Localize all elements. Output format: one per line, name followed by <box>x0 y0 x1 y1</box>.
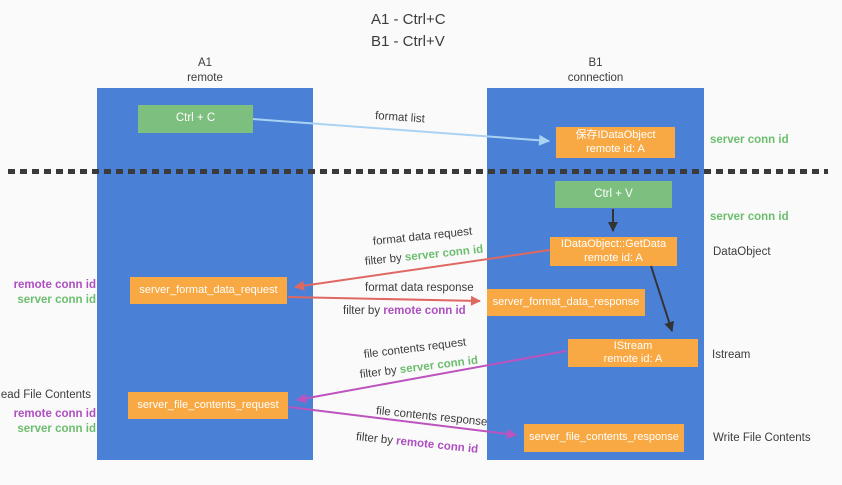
server-format-data-request-box: server_format_data_request <box>130 277 287 304</box>
left-remote-conn-id-label-2: remote conn id <box>13 408 96 420</box>
ctrl-c-label: Ctrl + C <box>175 112 216 125</box>
filter-by-text: filter by <box>364 251 406 268</box>
right-server-conn-id-label-1: server conn id <box>710 134 789 146</box>
lifeline-b1-role: connection <box>567 72 624 84</box>
save-idataobject-box: 保存IDataObject remote id: A <box>556 127 675 158</box>
right-server-conn-id-label-2: server conn id <box>710 211 789 223</box>
filter-by-remote-conn-id-label-2: filter by remote conn id <box>355 430 479 458</box>
server-file-contents-request-label: server_file_contents_request <box>137 398 279 411</box>
format-data-response-label: format data response <box>365 282 474 294</box>
read-file-contents-label: Read File Contents <box>0 389 91 401</box>
filter-by-text: filter by <box>359 364 401 381</box>
lifeline-header-b1: B1 connection <box>487 56 704 86</box>
diagram-title: A1 - Ctrl+C B1 - Ctrl+V <box>371 9 446 53</box>
filter-by-text: filter by <box>343 305 384 317</box>
format-data-response-arrow <box>287 295 481 306</box>
save-idataobject-line2: remote id: A <box>586 142 645 155</box>
title-line-2: B1 - Ctrl+V <box>371 33 445 50</box>
server-file-contents-request-box: server_file_contents_request <box>128 392 288 419</box>
server-file-contents-response-box: server_file_contents_response <box>524 424 684 452</box>
server-conn-id-text: server conn id <box>404 243 484 264</box>
getdata-line2: remote id: A <box>584 251 643 264</box>
server-conn-id-text: server conn id <box>399 354 479 377</box>
ctrl-v-label: Ctrl + V <box>594 187 633 200</box>
ctrl-v-box: Ctrl + V <box>555 181 672 208</box>
left-server-conn-id-label-2: server conn id <box>17 423 96 435</box>
istream-line1: IStream <box>613 339 653 352</box>
remote-conn-id-text: remote conn id <box>395 435 479 456</box>
istream-line2: remote id: A <box>603 353 663 365</box>
filter-by-remote-conn-id-label-1: filter by remote conn id <box>343 304 466 319</box>
lifeline-a1-role: remote <box>187 72 223 84</box>
server-format-data-response-label: server_format_data_response <box>492 295 640 308</box>
server-format-data-response-box: server_format_data_response <box>487 289 645 316</box>
server-format-data-request-label: server_format_data_request <box>139 283 278 296</box>
phase-divider-dotted-line <box>8 169 828 174</box>
left-remote-conn-id-label-1: remote conn id <box>13 279 96 291</box>
server-file-contents-response-label: server_file_contents_response <box>529 431 679 444</box>
ctrl-c-box: Ctrl + C <box>138 105 253 133</box>
format-list-label: format list <box>374 110 426 126</box>
lifeline-header-a1: A1 remote <box>97 56 313 86</box>
lifeline-b1-name: B1 <box>588 57 603 69</box>
istream-box: IStream remote id: A <box>568 339 698 367</box>
write-file-contents-label: Write File Contents <box>713 432 811 444</box>
title-line-1: A1 - Ctrl+C <box>371 11 446 28</box>
file-contents-response-label: file contents response <box>375 405 488 429</box>
idataobject-getdata-box: IDataObject::GetData remote id: A <box>550 237 677 266</box>
remote-conn-id-text: remote conn id <box>383 305 466 317</box>
dataobject-label: DataObject <box>713 246 771 258</box>
filter-by-text: filter by <box>355 431 397 448</box>
getdata-line1: IDataObject::GetData <box>560 238 667 250</box>
lifeline-a1-name: A1 <box>197 57 213 69</box>
save-idataobject-line1: 保存IDataObject <box>575 129 656 141</box>
left-server-conn-id-label-1: server conn id <box>17 294 96 306</box>
istream-label: Istream <box>712 349 751 361</box>
